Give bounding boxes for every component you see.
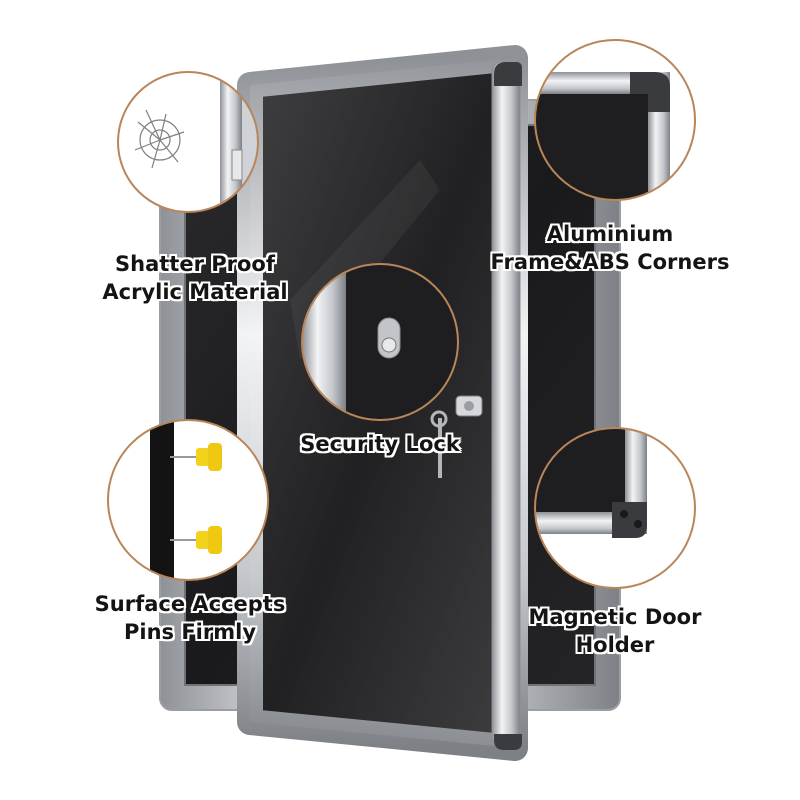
acrylic-label-line1: Shatter Proof: [115, 252, 275, 276]
acrylic-label-line2: Acrylic Material: [102, 280, 288, 304]
lock-label: Security Lock: [290, 430, 470, 458]
lock-body: [430, 395, 483, 478]
lock-label-line1: Security Lock: [300, 432, 460, 456]
corner-label-line2: Frame&ABS Corners: [490, 250, 730, 274]
push-pin-icon: [170, 526, 222, 554]
push-pin-icon: [170, 443, 222, 471]
acrylic-callout-image: [117, 71, 259, 213]
pins-label-line2: Pins Firmly: [123, 620, 257, 644]
magnet-label-line2: Holder: [575, 633, 655, 657]
pins-callout-image: [107, 419, 269, 581]
corner-label: Aluminium Frame&ABS Corners: [480, 220, 740, 276]
magnet-label-line1: Magnetic Door: [528, 605, 702, 629]
pins-label-line1: Surface Accepts: [94, 592, 286, 616]
corner-label-line1: Aluminium: [546, 222, 674, 246]
lock-callout-image: [301, 263, 459, 421]
magnet-label: Magnetic Door Holder: [515, 603, 715, 659]
magnet-callout-image: [534, 427, 696, 589]
pins-label: Surface Accepts Pins Firmly: [80, 590, 300, 646]
acrylic-label: Shatter Proof Acrylic Material: [95, 250, 295, 306]
